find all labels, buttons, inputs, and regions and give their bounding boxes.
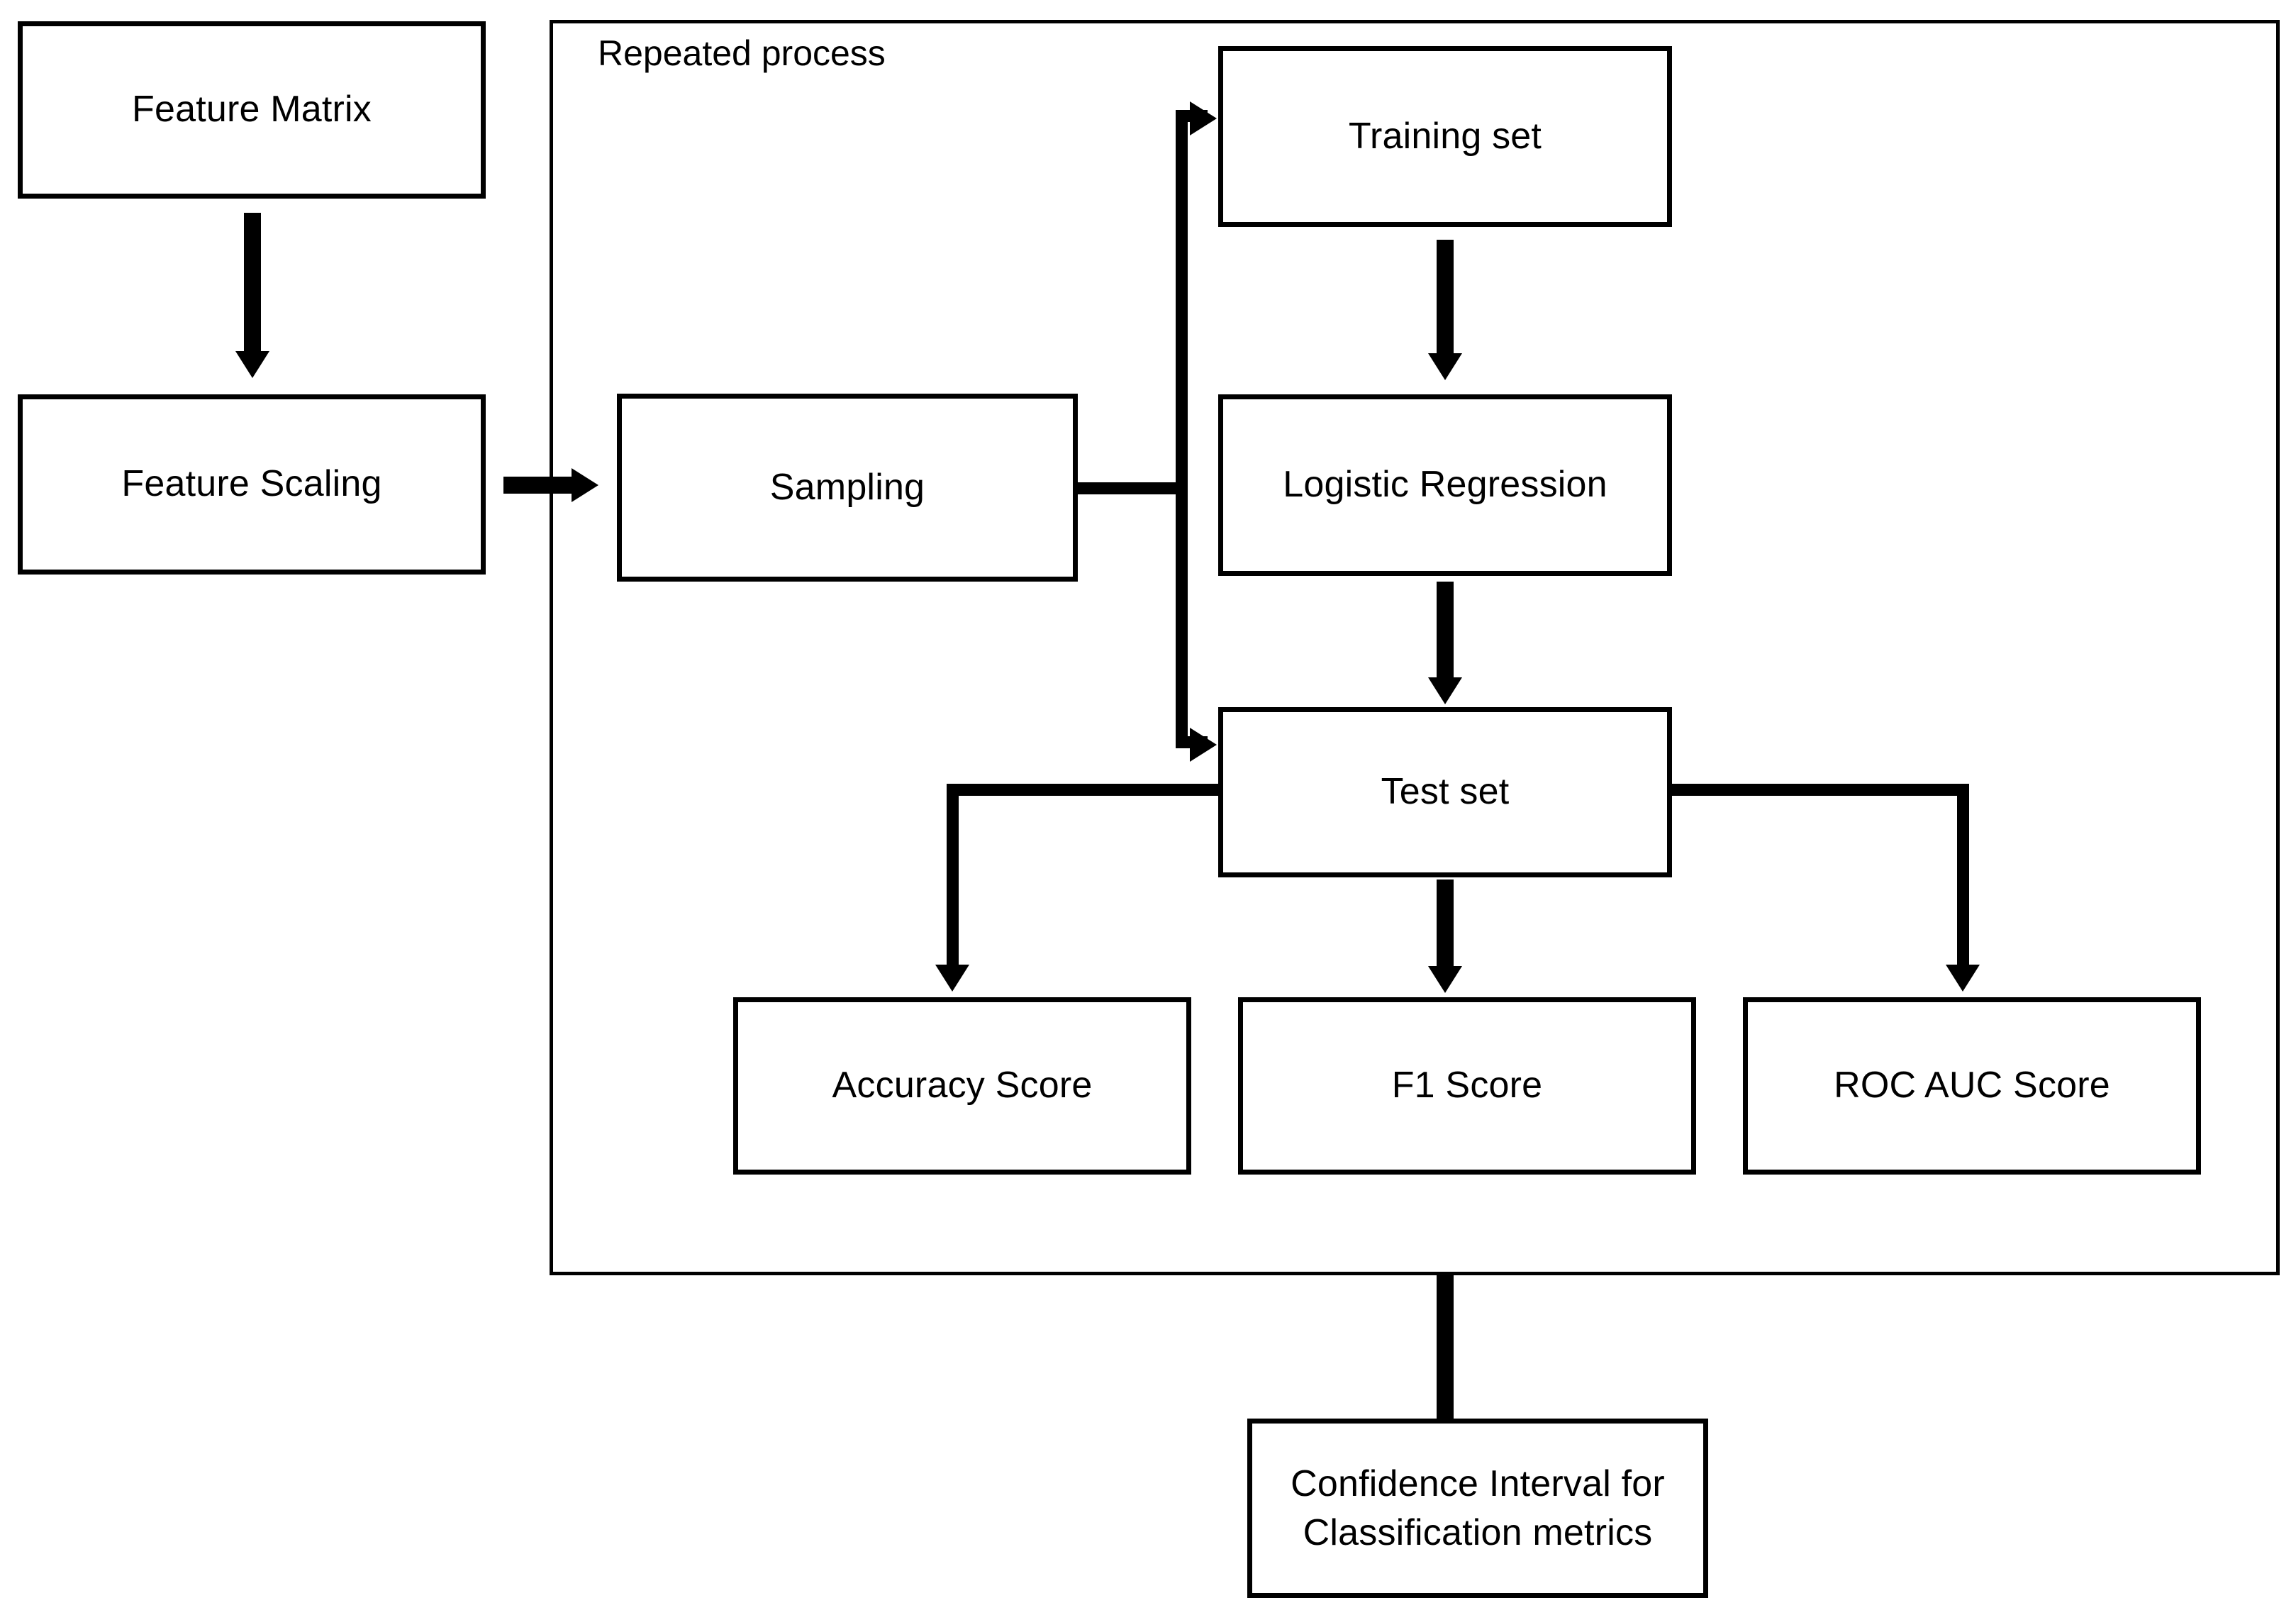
node-feature-matrix[interactable]: Feature Matrix	[18, 21, 486, 199]
node-logistic-regression-label: Logistic Regression	[1283, 464, 1607, 506]
edge-sampling-bus-vertical	[1176, 110, 1188, 748]
edge-test-set-to-roc-auc-arrowhead	[1946, 965, 1980, 992]
node-f1-score-label: F1 Score	[1391, 1065, 1543, 1106]
edge-training-set-to-logistic-regression-arrowhead	[1428, 353, 1462, 380]
edge-logistic-regression-to-test-set-arrowhead	[1428, 677, 1462, 704]
node-confidence-interval-label-line2: Classification metrics	[1303, 1511, 1653, 1553]
node-accuracy-score-label: Accuracy Score	[832, 1065, 1093, 1106]
edge-feature-matrix-to-feature-scaling-arrowhead	[235, 351, 269, 378]
node-roc-auc-score-label: ROC AUC Score	[1834, 1065, 2110, 1106]
node-sampling-label: Sampling	[769, 466, 925, 508]
node-confidence-interval[interactable]: Confidence Interval for Classification m…	[1247, 1419, 1708, 1598]
node-test-set[interactable]: Test set	[1218, 707, 1672, 877]
edge-training-set-to-logistic-regression-shaft	[1437, 240, 1454, 357]
node-training-set-label: Training set	[1348, 115, 1542, 157]
node-feature-scaling[interactable]: Feature Scaling	[18, 394, 486, 575]
edge-feature-matrix-to-feature-scaling-shaft	[244, 213, 261, 355]
edge-test-set-to-f1-score-shaft	[1437, 880, 1454, 972]
node-roc-auc-score[interactable]: ROC AUC Score	[1743, 997, 2201, 1175]
edge-test-set-to-roc-auc-horizontal	[1668, 784, 1969, 796]
edge-feature-scaling-to-sampling-shaft	[503, 477, 574, 494]
edge-test-set-to-f1-score-arrowhead	[1428, 966, 1462, 993]
node-logistic-regression[interactable]: Logistic Regression	[1218, 394, 1672, 576]
edge-repeated-process-to-confidence-interval-shaft	[1437, 1272, 1454, 1442]
edge-logistic-regression-to-test-set-shaft	[1437, 582, 1454, 681]
node-feature-matrix-label: Feature Matrix	[131, 89, 372, 131]
node-training-set[interactable]: Training set	[1218, 46, 1672, 227]
node-test-set-label: Test set	[1381, 771, 1510, 813]
edge-test-set-to-accuracy-score-vertical	[947, 784, 959, 972]
edge-bus-to-training-set-arrowhead	[1190, 101, 1217, 135]
edge-test-set-to-roc-auc-vertical	[1957, 784, 1969, 972]
repeated-process-label: Repeated process	[598, 33, 886, 73]
node-f1-score[interactable]: F1 Score	[1238, 997, 1696, 1175]
edge-feature-scaling-to-sampling-arrowhead	[572, 468, 598, 502]
repeated-process-container	[550, 20, 2280, 1275]
node-feature-scaling-label: Feature Scaling	[121, 463, 382, 505]
node-sampling[interactable]: Sampling	[617, 394, 1078, 582]
node-confidence-interval-label-line1: Confidence Interval for	[1291, 1463, 1665, 1504]
edge-sampling-bus-stub	[1074, 482, 1188, 494]
edge-bus-to-test-set-arrowhead	[1190, 728, 1217, 762]
node-accuracy-score[interactable]: Accuracy Score	[733, 997, 1191, 1175]
edge-test-set-to-accuracy-score-horizontal	[947, 784, 1223, 796]
edge-test-set-to-accuracy-score-arrowhead	[935, 965, 969, 992]
